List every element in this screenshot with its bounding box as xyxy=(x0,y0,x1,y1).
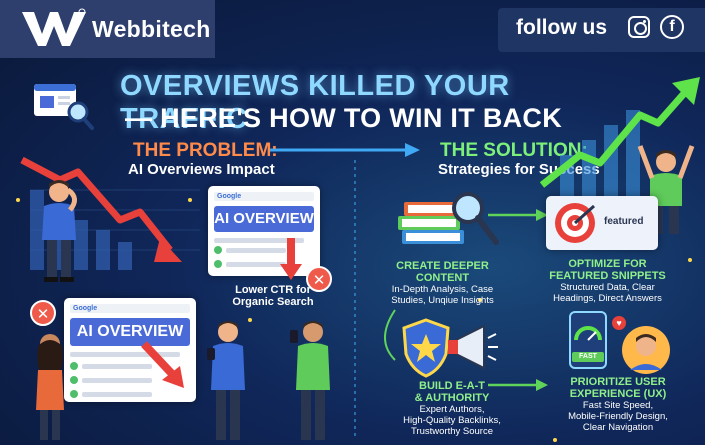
follow-label: follow us xyxy=(516,16,607,39)
solution-item-ux: PRIORITIZE USER EXPERIENCE (UX) Fast Sit… xyxy=(568,376,668,433)
search-engine-label: Google xyxy=(217,193,242,200)
webbitech-logo-icon[interactable] xyxy=(20,8,88,48)
decline-arrow-icon xyxy=(154,238,182,262)
ai-overview-banner: AI OVERVIEW xyxy=(70,318,190,346)
ai-overview-card-bottom: Google AI OVERVIEW xyxy=(64,298,196,402)
solution-heading: THE SOLUTION: xyxy=(440,140,588,161)
instagram-icon[interactable] xyxy=(628,16,650,38)
title-line-2: — HERE'S HOW TO WIN IT BACK xyxy=(125,103,563,133)
title-line-1: OVERVIEWS KILLED YOUR TRAFFIC xyxy=(120,70,510,135)
down-arrow-icon xyxy=(141,341,184,388)
facebook-icon[interactable]: f xyxy=(660,15,684,39)
ai-overview-card-top: Google AI OVERVIEW xyxy=(208,186,320,276)
problem-heading: THE PROBLEM: xyxy=(133,140,278,161)
solution-item-authority: BUILD E-A-T & AUTHORITY Expert Authors, … xyxy=(403,380,501,437)
search-bar xyxy=(70,304,190,313)
down-arrow-icon xyxy=(280,238,302,280)
person-phone-man xyxy=(207,321,245,440)
search-engine-label: Google xyxy=(73,305,98,312)
problem-subheading: AI Overviews Impact xyxy=(128,161,275,178)
happy-person xyxy=(637,145,695,234)
growth-chart xyxy=(540,77,700,200)
heart-icon: ♥ xyxy=(612,316,626,330)
fast-badge: FAST xyxy=(572,352,604,362)
person-phone-boy xyxy=(290,321,330,440)
growth-arrow-icon xyxy=(672,77,700,105)
featured-card: featured xyxy=(546,196,658,250)
megaphone-icon xyxy=(448,324,498,370)
solution-item-snippets: OPTIMIZE FOR FEATURED SNIPPETS Structure… xyxy=(549,258,666,304)
target-icon xyxy=(555,203,596,243)
featured-label: featured xyxy=(604,216,644,227)
magnifier-icon xyxy=(34,84,94,130)
shield-star-icon xyxy=(402,318,450,378)
ai-overview-banner: AI OVERVIEW xyxy=(214,206,314,232)
authority-illustration xyxy=(402,318,498,378)
books-icon xyxy=(398,192,499,245)
ctr-note: Lower CTR for Organic Search xyxy=(232,284,314,308)
solution-item-content: CREATE DEEPER CONTENT In-Depth Analysis,… xyxy=(391,260,494,306)
worried-person xyxy=(42,180,77,282)
search-bar xyxy=(214,192,314,201)
person-phone-woman xyxy=(36,334,64,440)
brand-name[interactable]: Webbitech xyxy=(92,16,211,42)
close-icon: ✕ xyxy=(30,300,56,326)
close-icon: ✕ xyxy=(306,266,332,292)
happy-user-avatar xyxy=(622,326,670,374)
